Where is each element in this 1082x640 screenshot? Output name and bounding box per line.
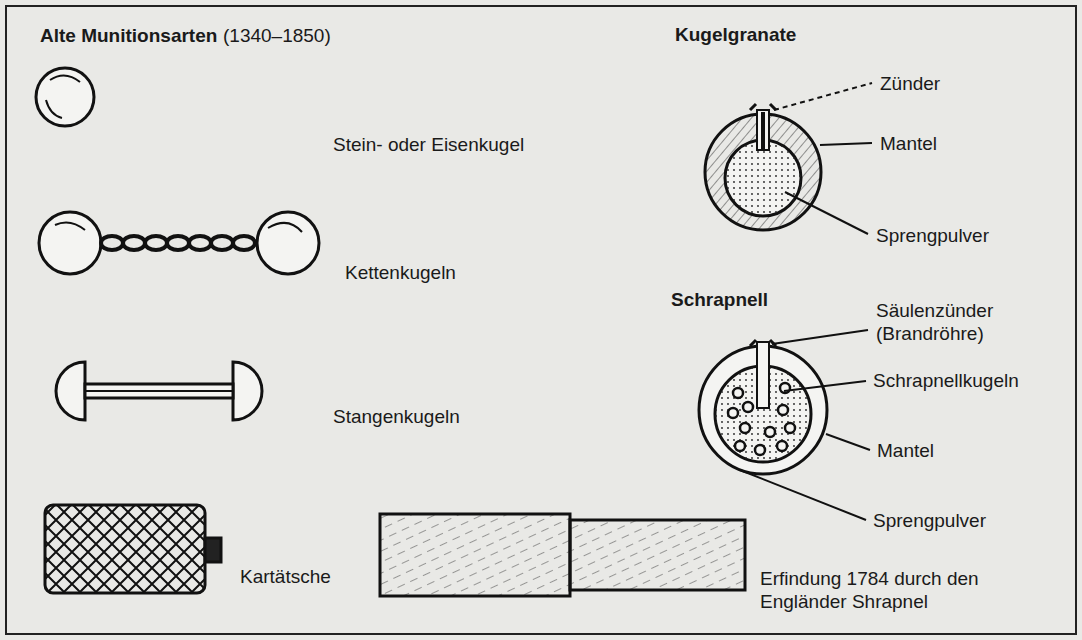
chain-ball: [39, 212, 101, 274]
cartridge-body: [570, 520, 745, 590]
part-label: Stein- oder Eisenkugel: [333, 133, 524, 156]
shell-section: [705, 104, 821, 230]
part-label: Zünder: [880, 72, 940, 95]
part-label: Erfindung 1784 durch den Engländer Shrap…: [760, 567, 1070, 613]
bar-shot-end: [233, 362, 262, 420]
part-label: Säulenzünder (Brandröhre): [876, 299, 1066, 345]
section-heading: Schrapnell: [671, 288, 768, 311]
part-label: Mantel: [877, 439, 934, 462]
part-label: Sprengpulver: [873, 509, 986, 532]
canister-plug: [205, 538, 221, 562]
part-label: (1340–1850): [223, 24, 331, 47]
cannon-ball: [36, 68, 94, 126]
part-label: Kettenkugeln: [345, 261, 456, 284]
part-label: Mantel: [880, 132, 937, 155]
part-label: Stangenkugeln: [333, 405, 460, 428]
bar: [85, 384, 233, 398]
frame: [6, 6, 1076, 634]
cartridge-case: [380, 514, 570, 596]
heading: Alte Munitionsarten: [40, 24, 217, 47]
part-label: Sprengpulver: [876, 224, 989, 247]
bar-shot-end: [56, 362, 85, 420]
part-label: Kartätsche: [240, 565, 331, 588]
chain: [101, 236, 255, 250]
section-heading: Kugelgranate: [675, 23, 796, 46]
shrapnel-section: [699, 340, 827, 474]
canister-shot: [45, 505, 205, 593]
chain-ball: [257, 212, 319, 274]
part-label: Schrapnellkugeln: [873, 369, 1019, 392]
